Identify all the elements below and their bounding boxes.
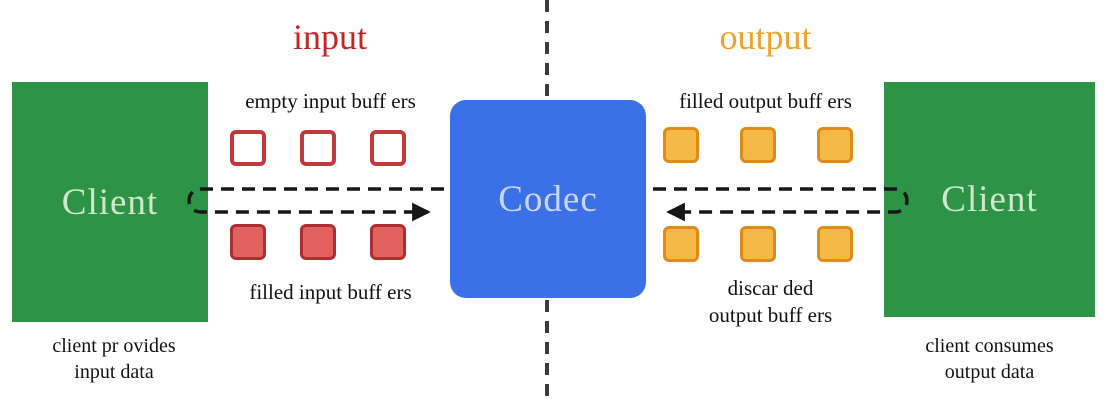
output-flow-dashed-arrow — [653, 187, 909, 222]
filled-input-buffers-label: filled input buff ers — [249, 280, 412, 304]
discarded-output-buffer — [663, 226, 699, 262]
right-client-box: Client — [884, 82, 1095, 317]
codec-box: Codec — [450, 100, 646, 298]
discarded-output-buffers-label: discar ded output buff ers — [648, 275, 893, 329]
codec-label: Codec — [498, 178, 598, 220]
right-client-caption: client consumes output data — [872, 333, 1107, 386]
filled-output-buffer — [817, 127, 853, 163]
right-client-caption-line1: client consumes — [925, 335, 1054, 357]
empty-input-buffer — [230, 130, 266, 166]
output-section-title: output — [719, 17, 812, 57]
discarded-output-buffers-label-line1: discar ded — [727, 276, 814, 300]
filled-output-buffers-row — [663, 127, 853, 163]
input-section-title: input — [292, 17, 367, 57]
left-client-box: Client — [12, 82, 208, 322]
empty-input-buffer — [370, 130, 406, 166]
filled-input-buffer — [230, 224, 266, 260]
filled-output-buffer — [663, 127, 699, 163]
filled-input-buffer — [300, 224, 336, 260]
right-client-label: Client — [941, 179, 1038, 220]
discarded-output-buffer — [817, 226, 853, 262]
left-client-caption-line2: input data — [74, 361, 154, 384]
input-flow-dashed-arrow — [187, 187, 444, 222]
empty-input-buffer — [300, 130, 336, 166]
filled-input-buffer — [370, 224, 406, 260]
left-client-label: Client — [61, 181, 159, 223]
left-client-caption-line1: client pr ovides — [52, 335, 176, 357]
filled-output-buffers-label: filled output buff ers — [679, 89, 852, 113]
left-client-caption: client pr ovides input data — [8, 333, 220, 386]
discarded-output-buffers-row — [663, 226, 853, 262]
discarded-output-buffer — [740, 226, 776, 262]
discarded-output-buffers-label-line2: output buff ers — [708, 302, 833, 327]
empty-input-buffers-row — [230, 130, 406, 166]
filled-output-buffer — [740, 127, 776, 163]
right-client-caption-line2: output data — [944, 361, 1035, 384]
filled-input-buffers-row — [230, 224, 406, 260]
empty-input-buffers-label: empty input buff ers — [245, 89, 416, 113]
